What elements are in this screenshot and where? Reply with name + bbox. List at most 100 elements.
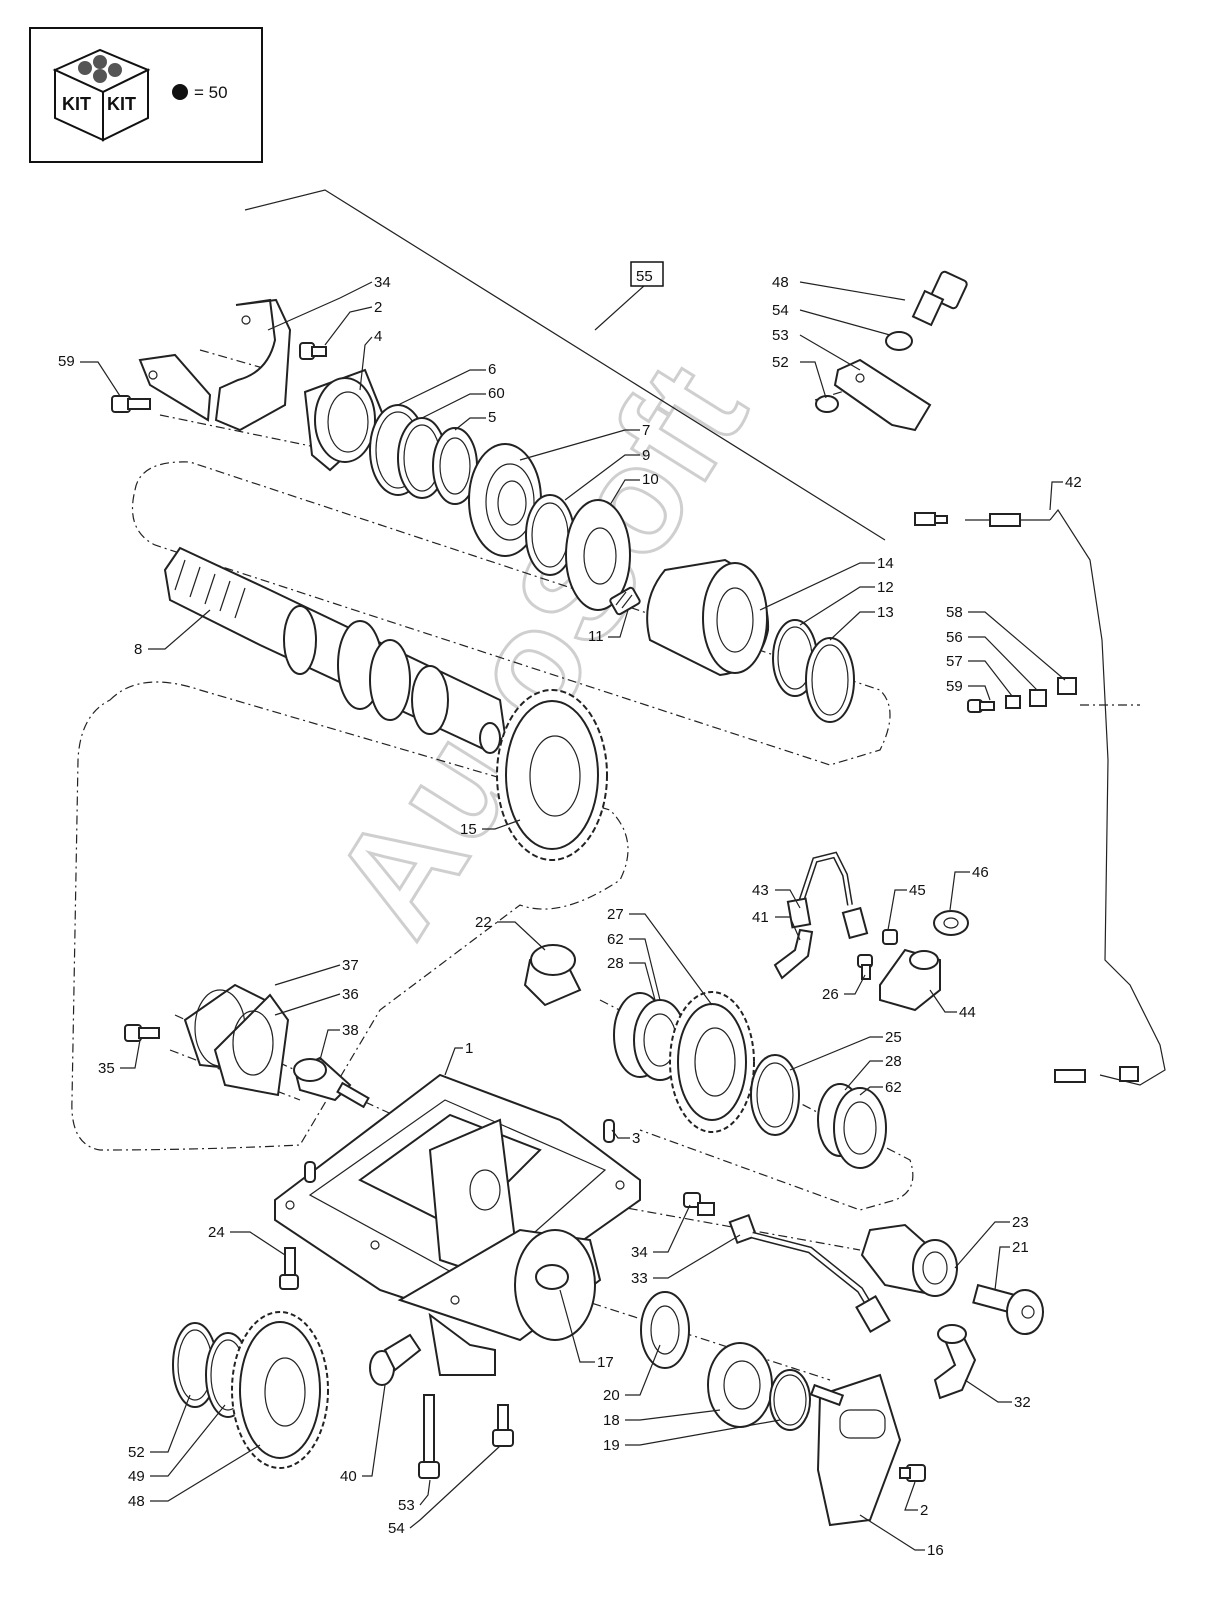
callout-21: 21 bbox=[1012, 1239, 1029, 1256]
callout-28-bottom: 28 bbox=[885, 1053, 902, 1070]
callout-34: 37 bbox=[342, 957, 359, 974]
bearing-28-bottom bbox=[817, 1083, 887, 1169]
callout-61: 60 bbox=[488, 385, 505, 402]
fitting-41 bbox=[879, 948, 941, 1012]
seal-20 bbox=[640, 1291, 690, 1369]
screw-59 bbox=[967, 699, 995, 713]
callout-62-top: 62 bbox=[607, 931, 624, 948]
plug-37 bbox=[369, 1333, 422, 1386]
kit-dot-icon bbox=[172, 84, 188, 100]
callout-42: 45 bbox=[909, 882, 926, 899]
callout-45: 48 bbox=[128, 1493, 145, 1510]
plug-17 bbox=[535, 1264, 569, 1290]
callout-27: 27 bbox=[607, 906, 624, 923]
sleeve-23 bbox=[860, 1223, 958, 1297]
callout-41: 44 bbox=[959, 1004, 976, 1021]
cable-39 bbox=[914, 508, 1166, 1086]
callout-46: 49 bbox=[128, 1468, 145, 1485]
callout-16: 16 bbox=[927, 1542, 944, 1559]
clip-58 bbox=[1057, 677, 1077, 695]
sleeve-22 bbox=[523, 944, 582, 1007]
callout-9: 9 bbox=[642, 447, 650, 464]
callout-2-bottom: 2 bbox=[920, 1502, 928, 1519]
cover-16 bbox=[809, 1373, 902, 1527]
bolt-21 bbox=[972, 1283, 1044, 1335]
callout-12: 12 bbox=[877, 579, 894, 596]
callout-22: 22 bbox=[475, 914, 492, 931]
callout-53: 53 bbox=[772, 327, 789, 344]
clip-57 bbox=[1005, 695, 1021, 709]
plug-42 bbox=[882, 929, 898, 945]
callout-47: 52 bbox=[128, 1444, 145, 1461]
callout-10: 10 bbox=[642, 471, 659, 488]
callout-30: 33 bbox=[631, 1270, 648, 1287]
gasket-33 bbox=[213, 993, 290, 1097]
callout-44: 48 bbox=[772, 274, 789, 291]
callout-8: 8 bbox=[134, 641, 142, 658]
callout-52: 52 bbox=[772, 354, 789, 371]
bolt-60 bbox=[111, 395, 151, 413]
kit-equals-text: = 50 bbox=[194, 83, 228, 102]
fitting-31 bbox=[683, 1192, 715, 1216]
bolt-2-top bbox=[299, 342, 327, 360]
callout-13: 13 bbox=[877, 604, 894, 621]
callout-5: 5 bbox=[488, 409, 496, 426]
callout-56: 56 bbox=[946, 629, 963, 646]
o-ring-19 bbox=[769, 1369, 811, 1431]
callout-59: 59 bbox=[946, 678, 963, 695]
callout-35: 38 bbox=[342, 1022, 359, 1039]
callout-48: 53 bbox=[398, 1497, 415, 1514]
callout-60: 59 bbox=[58, 353, 75, 370]
bolt-48 bbox=[418, 1394, 440, 1479]
shaft-8 bbox=[163, 546, 507, 754]
callout-25: 25 bbox=[885, 1029, 902, 1046]
elbow-38 bbox=[773, 928, 814, 980]
callout-23: 23 bbox=[1012, 1214, 1029, 1231]
callout-40: 43 bbox=[752, 882, 769, 899]
bolt-44 bbox=[911, 270, 968, 327]
callout-43: 46 bbox=[972, 864, 989, 881]
bolt-49 bbox=[492, 1404, 514, 1447]
gear-assembly-outline bbox=[71, 681, 629, 1151]
callout-1: 1 bbox=[465, 1040, 473, 1057]
callout-37: 40 bbox=[340, 1468, 357, 1485]
callout-24: 24 bbox=[208, 1224, 225, 1241]
stud-35 bbox=[293, 1056, 370, 1109]
callout-labels: 34 2 4 59 6 60 5 7 9 10 11 14 12 13 8 15… bbox=[58, 274, 1082, 1559]
clip-56 bbox=[1029, 689, 1047, 707]
pipe-40 bbox=[786, 851, 869, 940]
callout-20: 20 bbox=[603, 1387, 620, 1404]
bolt-26 bbox=[857, 954, 873, 980]
washer-54 bbox=[885, 331, 913, 351]
callout-4: 4 bbox=[374, 328, 382, 345]
callout-49: 54 bbox=[388, 1520, 405, 1537]
callout-26: 26 bbox=[822, 986, 839, 1003]
callout-7: 7 bbox=[642, 422, 650, 439]
callout-19: 19 bbox=[603, 1437, 620, 1454]
group-bracket-line bbox=[244, 189, 886, 541]
spring-11 bbox=[609, 586, 641, 616]
callout-62-bottom: 62 bbox=[885, 1079, 902, 1096]
callout-28-top: 28 bbox=[607, 955, 624, 972]
shaft-assembly-outline bbox=[131, 461, 891, 766]
callout-14: 14 bbox=[877, 555, 894, 572]
kit-legend: KIT KIT = 50 bbox=[29, 27, 263, 163]
bracket-36 bbox=[138, 298, 292, 432]
bearing-18 bbox=[707, 1342, 773, 1428]
plate-10 bbox=[565, 499, 631, 611]
callout-33: 36 bbox=[342, 986, 359, 1003]
ring-13 bbox=[805, 637, 855, 723]
kit-label-right: KIT bbox=[107, 94, 136, 114]
callout-38: 41 bbox=[752, 909, 769, 926]
sleeve-14 bbox=[646, 558, 770, 677]
dowel-3 bbox=[603, 1119, 615, 1143]
callout-39: 42 bbox=[1065, 474, 1082, 491]
callout-36: 34 bbox=[374, 274, 391, 291]
dowel-1 bbox=[304, 1161, 316, 1183]
flange-4 bbox=[303, 368, 387, 472]
gear-15 bbox=[496, 689, 608, 861]
callout-3: 3 bbox=[632, 1130, 640, 1147]
group-reference-label: 55 bbox=[636, 268, 653, 285]
